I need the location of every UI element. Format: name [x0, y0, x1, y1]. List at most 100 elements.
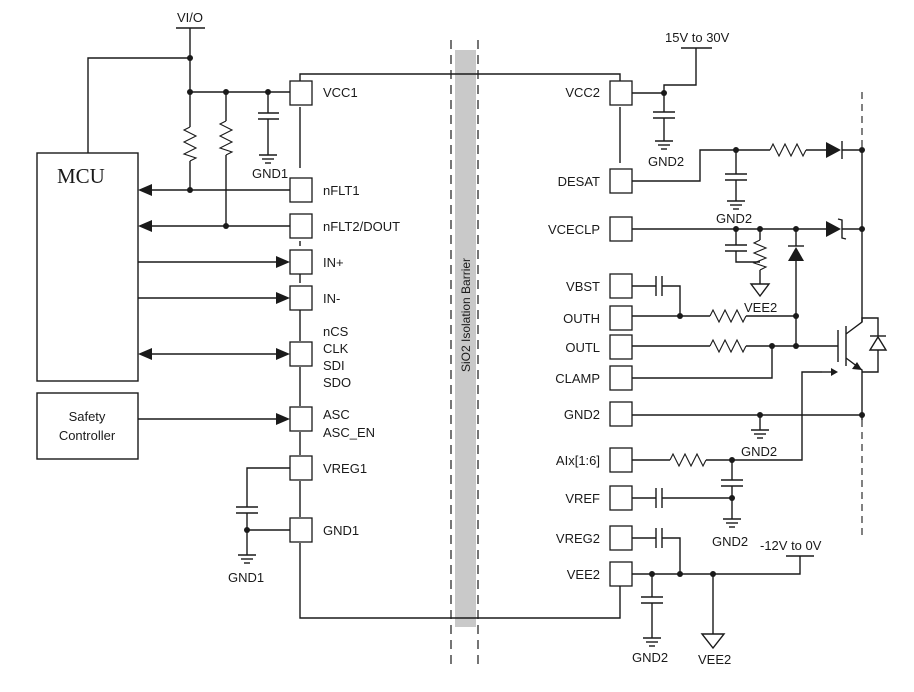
igbt-emitter-arrow — [852, 362, 862, 370]
clamp-wire — [632, 346, 773, 379]
pin-label-clk: CLK — [323, 341, 349, 356]
gnd2-label: GND2 — [632, 650, 668, 665]
barrier-label: SiO2 Isolation Barrier — [459, 258, 473, 372]
pin-label-gnd1: GND1 — [323, 523, 359, 538]
vee2-label: VEE2 — [744, 300, 777, 315]
gnd2-label: GND2 — [712, 534, 748, 549]
pin-label-sdo: SDO — [323, 375, 351, 390]
pin-gnd2 — [609, 401, 633, 427]
arrow-to-driver — [276, 348, 290, 360]
pin-label-vcc2: VCC2 — [565, 85, 600, 100]
pin-nflt2 — [289, 213, 313, 239]
arrow-to-mcu — [138, 348, 152, 360]
vee2-symbol — [700, 633, 726, 650]
safety-controller-block — [36, 392, 139, 460]
pin-label-vref: VREF — [565, 491, 600, 506]
junction — [187, 187, 193, 193]
vceclp-diode — [788, 247, 804, 261]
pin-label-inm: IN- — [323, 291, 340, 306]
safety-controller-label: Controller — [59, 428, 116, 443]
freewheel-wire — [862, 350, 879, 373]
aix-resistor — [669, 452, 707, 468]
pin-label-inp: IN+ — [323, 255, 344, 270]
pin-vbst — [609, 273, 633, 299]
junction — [677, 571, 683, 577]
pin-label-vreg2: VREG2 — [556, 531, 600, 546]
ic-outline — [299, 73, 621, 83]
pin-label-vee2: VEE2 — [567, 567, 600, 582]
vreg1-wire — [246, 467, 290, 507]
pin-aix — [609, 447, 633, 473]
pin-asc — [289, 406, 313, 432]
pin-label-outl: OUTL — [565, 340, 600, 355]
isolation-barrier — [455, 50, 476, 627]
gnd2-label: GND2 — [741, 444, 777, 459]
pin-label-clamp: CLAMP — [555, 371, 600, 386]
pin-vceclp — [609, 216, 633, 242]
junction — [187, 55, 193, 61]
pin-label-asc: ASC — [323, 407, 350, 422]
junction — [677, 313, 683, 319]
pin-label-vreg1: VREG1 — [323, 461, 367, 476]
vcc2-wire — [632, 48, 697, 94]
desat-resistor — [769, 142, 807, 158]
vee2-rail — [632, 556, 801, 575]
freewheel-diode — [868, 335, 888, 351]
pin-vref — [609, 485, 633, 511]
pin-label-asc-en: ASC_EN — [323, 425, 375, 440]
outh-resistor — [709, 308, 747, 324]
pin-outl — [609, 334, 633, 360]
gnd2-label: GND2 — [716, 211, 752, 226]
pin-label-aix: AIx[1:6] — [556, 453, 600, 468]
vee2-symbol — [749, 283, 771, 298]
arrow-to-driver — [276, 413, 290, 425]
pin-vcc2 — [609, 80, 633, 106]
sense-arrow — [831, 368, 838, 376]
pin-label-nflt1: nFLT1 — [323, 183, 360, 198]
arrow-to-driver — [276, 256, 290, 268]
pin-label-outh: OUTH — [563, 311, 600, 326]
pin-label-nflt2: nFLT2/DOUT — [323, 219, 400, 234]
pin-gnd1 — [289, 517, 313, 543]
ic-outline-bottom — [299, 585, 621, 619]
arrow-to-mcu — [138, 184, 152, 196]
pin-label-vceclp: VCECLP — [548, 222, 600, 237]
junction — [223, 223, 229, 229]
pin-nflt1 — [289, 177, 313, 203]
safety-controller-label: Safety — [69, 409, 106, 424]
aix-wire — [706, 371, 822, 461]
desat-diode — [826, 142, 841, 158]
junction — [729, 495, 735, 501]
pin-label-sdi: SDI — [323, 358, 345, 373]
pin-inm — [289, 285, 313, 311]
vceclp-tvs-diode — [826, 221, 841, 237]
pin-label-gnd2: GND2 — [564, 407, 600, 422]
igbt-collector — [845, 312, 863, 335]
pin-label-desat: DESAT — [558, 174, 600, 189]
pin-vreg1 — [289, 455, 313, 481]
vbst-wire — [662, 285, 681, 316]
pin-label-vbst: VBST — [566, 279, 600, 294]
pin-vcc1 — [289, 80, 313, 106]
vceclp-resistor — [752, 239, 768, 271]
mcu-supply-wire — [87, 57, 190, 153]
pin-inp — [289, 249, 313, 275]
junction — [244, 527, 250, 533]
pin-label-ncs: nCS — [323, 324, 349, 339]
arrow-to-mcu — [138, 220, 152, 232]
pin-label-vcc1: VCC1 — [323, 85, 358, 100]
gnd2-label: GND2 — [648, 154, 684, 169]
pin-outh — [609, 305, 633, 331]
vio-label: VI/O — [177, 10, 203, 25]
pin-clamp — [609, 365, 633, 391]
outl-resistor — [709, 338, 747, 354]
vceclp-cap-wire — [735, 251, 760, 263]
junction — [793, 343, 799, 349]
junction — [793, 313, 799, 319]
pullup-resistor-2 — [218, 120, 234, 156]
vee2-label: VEE2 — [698, 652, 731, 667]
gnd1-label: GND1 — [228, 570, 264, 585]
pin-desat — [609, 168, 633, 194]
pin-vee2 — [609, 561, 633, 587]
